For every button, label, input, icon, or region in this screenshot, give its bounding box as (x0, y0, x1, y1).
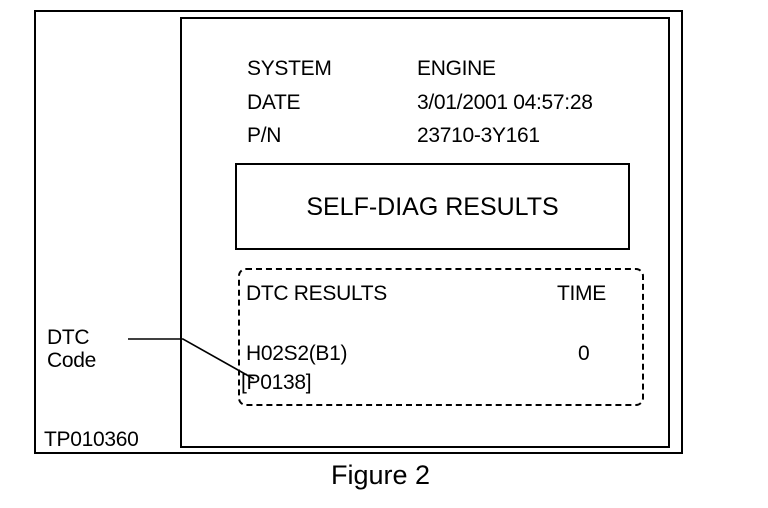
dtc-results-header: DTC RESULTS (246, 282, 387, 305)
dtc-code: [P0138] (241, 371, 312, 394)
system-value: ENGINE (417, 57, 496, 80)
figure-id: TP010360 (44, 428, 139, 451)
pn-label: P/N (247, 124, 282, 147)
date-label: DATE (247, 91, 301, 114)
dtc-name: H02S2(B1) (246, 342, 348, 365)
system-label: SYSTEM (247, 57, 332, 80)
self-diag-results-box: SELF-DIAG RESULTS (235, 163, 630, 250)
scan-tool-screen (180, 17, 670, 448)
time-header: TIME (557, 282, 606, 305)
dtc-callout-label-line2: Code (47, 349, 97, 372)
self-diag-results-title: SELF-DIAG RESULTS (306, 193, 559, 221)
pn-value: 23710-3Y161 (417, 124, 540, 147)
dtc-results-panel (238, 268, 644, 406)
figure-frame (34, 10, 683, 454)
dtc-callout-label-line1: DTC (47, 326, 90, 349)
dtc-time: 0 (578, 342, 590, 365)
date-value: 3/01/2001 04:57:28 (417, 91, 593, 114)
figure-caption: Figure 2 (331, 460, 431, 490)
